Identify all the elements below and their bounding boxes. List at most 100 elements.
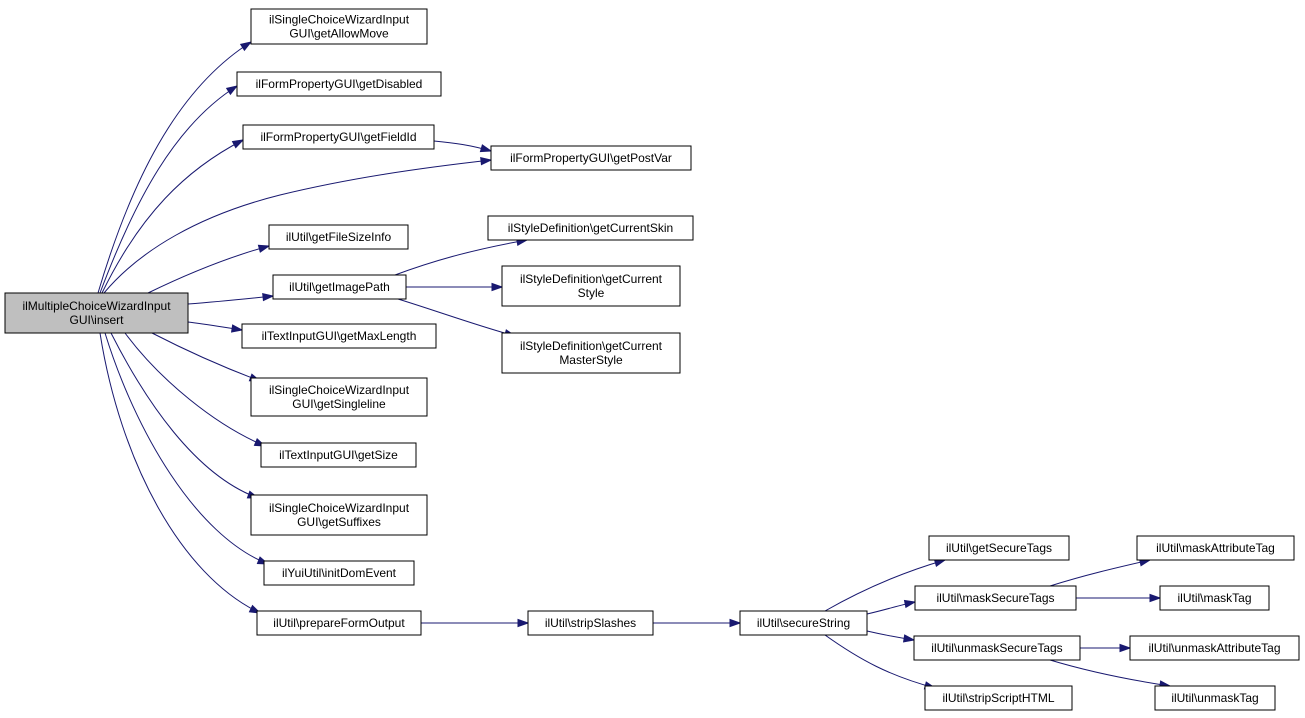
node-n23[interactable]: ilUtil\unmaskAttributeTag <box>1129 635 1300 661</box>
node-label: ilUtil\unmaskTag <box>1171 691 1258 705</box>
node-n3[interactable]: ilFormPropertyGUI\getFieldId <box>242 124 435 150</box>
node-n11[interactable]: ilSingleChoiceWizardInputGUI\getSingleli… <box>250 377 428 417</box>
node-label: ilUtil\stripScriptHTML <box>942 691 1054 705</box>
node-label: ilUtil\maskAttributeTag <box>1156 541 1275 555</box>
node-box <box>250 8 428 45</box>
node-n20[interactable]: ilUtil\maskAttributeTag <box>1136 535 1295 561</box>
arrowhead <box>239 41 253 52</box>
node-n16[interactable]: ilUtil\stripSlashes <box>527 610 654 636</box>
node-n1[interactable]: ilSingleChoiceWizardInputGUI\getAllowMov… <box>250 8 428 45</box>
node-n10[interactable]: ilTextInputGUI\getMaxLength <box>241 323 437 349</box>
arrowhead <box>479 144 493 153</box>
node-box <box>1154 685 1276 711</box>
node-box <box>250 377 428 417</box>
edge-n0-n12 <box>124 332 267 447</box>
node-box <box>236 71 442 97</box>
node-box <box>242 124 435 150</box>
node-label: MasterStyle <box>559 353 623 367</box>
node-label: ilSingleChoiceWizardInput <box>269 13 410 27</box>
node-label: ilUtil\getFileSizeInfo <box>286 230 392 244</box>
node-label: ilFormPropertyGUI\getPostVar <box>510 151 672 165</box>
edge-line <box>104 332 269 565</box>
node-box <box>256 610 422 636</box>
edge-n17-n22 <box>866 630 916 643</box>
node-box <box>739 610 868 636</box>
node-n14[interactable]: ilYuiUtil\initDomEvent <box>263 560 415 586</box>
edge-line <box>824 559 946 612</box>
node-box <box>914 585 1077 611</box>
arrowhead <box>225 85 239 96</box>
node-box <box>241 323 437 349</box>
edge-n19-n21 <box>1076 593 1162 603</box>
node-label: Style <box>578 286 605 300</box>
edge-n22-n25 <box>1049 659 1172 689</box>
edge-line <box>124 332 266 447</box>
node-n21[interactable]: ilUtil\maskTag <box>1159 585 1270 611</box>
edge-line <box>151 332 261 382</box>
edge-n0-n6 <box>187 292 275 305</box>
arrowhead <box>262 292 275 302</box>
node-box <box>260 442 417 468</box>
node-box <box>263 560 415 586</box>
edge-line <box>397 298 516 337</box>
node-label: GUI\getSingleline <box>292 397 386 411</box>
node-label: ilTextInputGUI\getMaxLength <box>262 329 417 343</box>
node-n24[interactable]: ilUtil\stripScriptHTML <box>924 685 1073 711</box>
arrowhead <box>231 139 245 149</box>
edge-line <box>101 139 244 294</box>
node-label: ilMultipleChoiceWizardInput <box>22 299 171 313</box>
edge-n0-n1 <box>97 41 253 294</box>
node-box <box>501 332 681 374</box>
node-label: ilUtil\getSecureTags <box>946 541 1052 555</box>
arrowhead <box>1149 593 1162 603</box>
edge-line <box>394 239 528 276</box>
edge-n0-n5 <box>147 244 271 294</box>
node-label: ilFormPropertyGUI\getFieldId <box>260 130 416 144</box>
node-n22[interactable]: ilUtil\unmaskSecureTags <box>913 635 1081 661</box>
edge-line <box>1049 659 1171 687</box>
node-n15[interactable]: ilUtil\prepareFormOutput <box>256 610 422 636</box>
edge-line <box>147 245 270 294</box>
node-box <box>250 494 428 536</box>
node-label: ilUtil\unmaskAttributeTag <box>1148 641 1280 655</box>
node-label: ilUtil\unmaskSecureTags <box>931 641 1062 655</box>
node-n6[interactable]: ilUtil\getImagePath <box>272 274 407 300</box>
node-n12[interactable]: ilTextInputGUI\getSize <box>260 442 417 468</box>
node-box <box>268 224 409 250</box>
arrowhead <box>902 634 916 643</box>
node-box <box>1159 585 1270 611</box>
arrowhead <box>729 618 742 628</box>
node-n19[interactable]: ilUtil\maskSecureTags <box>914 585 1077 611</box>
node-n5[interactable]: ilUtil\getFileSizeInfo <box>268 224 409 250</box>
node-label: ilUtil\getImagePath <box>289 280 390 294</box>
node-n4[interactable]: ilFormPropertyGUI\getPostVar <box>490 145 692 171</box>
node-n7[interactable]: ilStyleDefinition\getCurrentSkin <box>487 215 694 241</box>
edge-n3-n4 <box>433 140 493 153</box>
node-box <box>487 215 694 241</box>
node-label: ilSingleChoiceWizardInput <box>269 501 410 515</box>
node-label: ilUtil\stripSlashes <box>545 616 636 630</box>
arrowhead <box>480 156 493 166</box>
node-n2[interactable]: ilFormPropertyGUI\getDisabled <box>236 71 442 97</box>
node-label: ilUtil\secureString <box>757 616 850 630</box>
edge-line <box>97 41 252 294</box>
edge-n19-n20 <box>1049 558 1152 587</box>
node-box <box>527 610 654 636</box>
node-label: ilSingleChoiceWizardInput <box>269 383 410 397</box>
node-box <box>4 292 189 334</box>
node-label: ilStyleDefinition\getCurrent <box>520 339 663 353</box>
edge-n0-n3 <box>101 139 245 294</box>
edge-n17-n18 <box>824 558 947 612</box>
arrowhead <box>491 282 504 292</box>
node-n17[interactable]: ilUtil\secureString <box>739 610 868 636</box>
node-label: ilStyleDefinition\getCurrent <box>520 272 663 286</box>
node-label: ilUtil\prepareFormOutput <box>273 616 405 630</box>
node-n25[interactable]: ilUtil\unmaskTag <box>1154 685 1276 711</box>
node-n18[interactable]: ilUtil\getSecureTags <box>928 535 1070 561</box>
